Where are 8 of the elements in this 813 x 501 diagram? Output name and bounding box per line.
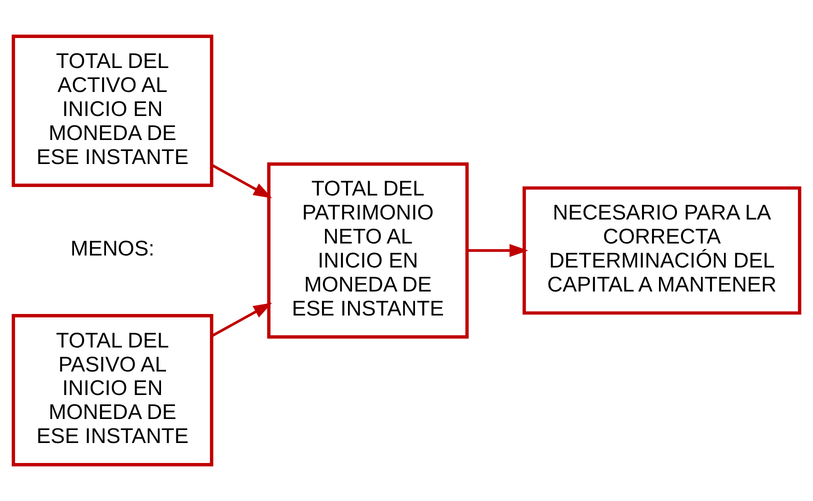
arrow bbox=[211, 302, 272, 338]
node-box: TOTAL DEL PATRIMONIO NETO AL INICIO EN MONEDA DE ESE INSTANTE bbox=[267, 162, 469, 339]
node-box: NECESARIO PARA LA CORRECTA DETERMINACIÓN DEL CAPITAL A MANTENER bbox=[522, 186, 802, 315]
arrow bbox=[467, 244, 528, 258]
arrow bbox=[211, 164, 272, 198]
node-box: TOTAL DEL ACTIVO AL INICIO EN MONEDA DE ESE INSTANTE bbox=[12, 34, 214, 187]
label: MENOS: bbox=[70, 236, 154, 261]
node-box: TOTAL DEL PASIVO AL INICIO EN MONEDA DE ESE INSTANTE bbox=[12, 314, 214, 466]
